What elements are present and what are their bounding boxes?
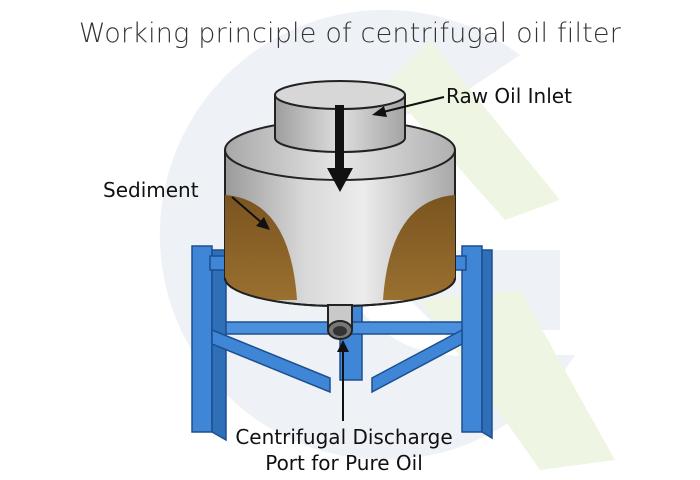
discharge-label-line1: Centrifugal Discharge (235, 425, 453, 449)
inlet-callout-line (382, 96, 445, 113)
discharge-port-label: Centrifugal Discharge Port for Pure Oil (214, 424, 474, 476)
left-leg (191, 245, 213, 433)
discharge-nozzle (327, 304, 353, 340)
sediment-label: Sediment (103, 178, 199, 202)
raw-oil-inlet-label: Raw Oil Inlet (446, 84, 572, 108)
callout-arrows (231, 96, 445, 421)
sediment-arrowhead-icon (256, 217, 270, 230)
inlet-arrowhead-icon (372, 106, 387, 117)
discharge-label-line2: Port for Pure Oil (265, 451, 423, 475)
diagram-title: Working principle of centrifugal oil fil… (78, 18, 622, 49)
discharge-arrowhead-icon (337, 340, 349, 352)
right-brace (371, 328, 463, 394)
support-frame (191, 245, 493, 442)
sediment-callout-line (231, 196, 263, 224)
flow-down-arrow-icon (327, 105, 353, 192)
right-leg (461, 245, 483, 433)
sediment-deposits (225, 195, 455, 300)
left-brace (211, 328, 331, 394)
